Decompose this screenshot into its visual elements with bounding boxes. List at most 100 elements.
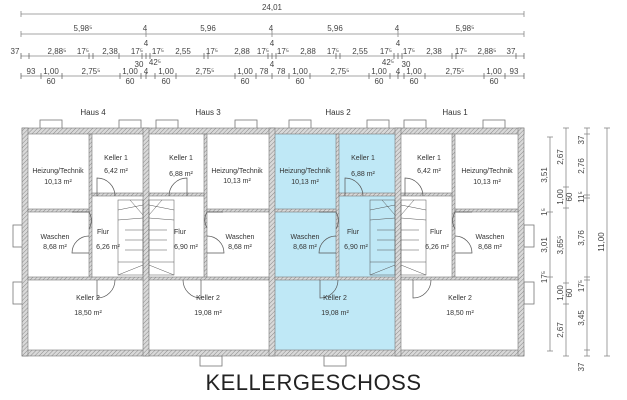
room-name: Heizung/Technik [461, 168, 513, 175]
dim-label: 60 [241, 77, 250, 86]
top-dimension-labels: 24,01 5,98⁵ 4 5,96 4 5,96 4 5,98⁵ 37 2,8… [11, 3, 519, 86]
room-name: Keller 2 [196, 295, 220, 302]
room-name: Heizung/Technik [211, 168, 263, 175]
dim-label: 2,55 [175, 47, 191, 56]
house-label-2: Haus 2 [325, 108, 351, 117]
dim-label: 4 [395, 24, 400, 33]
dim-label: 17⁵ [577, 280, 586, 292]
room-name: Waschen [226, 234, 255, 241]
room-name: Keller 2 [448, 295, 472, 302]
room-area: 18,50 m² [74, 310, 102, 317]
house-label-3: Haus 3 [195, 108, 221, 117]
dim-label: 60 [490, 77, 499, 86]
room-area: 10,13 m² [473, 179, 501, 186]
dim-label: 2,38 [426, 47, 442, 56]
dim-label: 2,75⁵ [331, 67, 350, 76]
dim-label: 37 [577, 362, 586, 371]
dim-label: 4 [144, 39, 149, 48]
dim-label: 2,75⁵ [446, 67, 465, 76]
room-area: 19,08 m² [194, 310, 222, 317]
room-name: Flur [174, 229, 187, 236]
room-area: 8,68 m² [293, 244, 317, 251]
dim-total: 24,01 [262, 3, 283, 12]
dim-label: 5,96 [200, 24, 216, 33]
room-name: Keller 2 [76, 295, 100, 302]
windows [12, 119, 535, 367]
dim-label: 17⁵ [277, 47, 289, 56]
dim-label: 60 [126, 77, 135, 86]
dim-label: 4 [396, 67, 401, 76]
dim-label: 2,88 [300, 47, 316, 56]
right-dimension-labels: 3,51 1⁵ 3,01 17⁵ 2,67 1,00 60 3,65⁵ 1,00… [540, 135, 606, 371]
room-area: 6,90 m² [344, 244, 368, 251]
dim-label: 93 [510, 67, 519, 76]
dim-label: 1,00 [556, 285, 565, 301]
dim-label: 1,00 [237, 67, 253, 76]
dim-label: 17⁵ [77, 47, 89, 56]
room-area: 19,08 m² [321, 310, 349, 317]
dim-label: 3,65⁵ [556, 236, 565, 255]
room-area: 10,13 m² [44, 179, 72, 186]
dim-label: 3,45 [577, 310, 586, 326]
room-area: 6,42 m² [417, 168, 441, 175]
room-area: 6,88 m² [169, 171, 193, 178]
top-dimension-ticks [20, 53, 525, 79]
room-area: 8,68 m² [478, 244, 502, 251]
floor-title: KELLERGESCHOSS [205, 370, 422, 395]
dim-label: 2,76 [577, 158, 586, 174]
dim-label: 17⁵ [540, 271, 549, 283]
dim-label: 3,51 [540, 167, 549, 183]
room-area: 6,90 m² [174, 244, 198, 251]
dim-label: 17⁵ [257, 47, 269, 56]
dim-label: 5,96 [327, 24, 343, 33]
dim-label: 4 [143, 24, 148, 33]
dim-label: 2,38 [102, 47, 118, 56]
walls [21, 127, 525, 357]
dim-label: 42⁵ [149, 58, 161, 67]
dim-label: 17⁵ [403, 47, 415, 56]
dim-label: 1⁵ [540, 208, 549, 216]
dim-label: 4 [396, 39, 401, 48]
room-area: 6,26 m² [425, 244, 449, 251]
dim-label: 78 [260, 67, 269, 76]
dim-label: 17⁵ [455, 47, 467, 56]
dim-label: 17⁵ [131, 47, 143, 56]
dim-label: 1,00 [486, 67, 502, 76]
dim-label: 2,67 [556, 322, 565, 338]
dim-label: 2,88 [234, 47, 250, 56]
dim-label: 1,00 [158, 67, 174, 76]
stair-haus-2 [369, 199, 396, 276]
house-label-4: Haus 4 [80, 108, 106, 117]
dim-label: 93 [27, 67, 36, 76]
dim-label: 1,00 [371, 67, 387, 76]
dim-label: 1,00 [43, 67, 59, 76]
dim-label: 60 [296, 77, 305, 86]
dim-label: 42⁵ [382, 58, 394, 67]
dim-label: 17⁵ [152, 47, 164, 56]
room-name: Flur [430, 229, 443, 236]
room-name: Waschen [476, 234, 505, 241]
dim-label: 4 [269, 24, 274, 33]
dim-label: 4 [270, 39, 275, 48]
dim-label: 17⁵ [206, 47, 218, 56]
dim-label: 1,00 [122, 67, 138, 76]
dim-label: 30 [402, 60, 411, 69]
dim-label: 1,00 [556, 189, 565, 205]
dim-label: 2,88⁵ [48, 47, 67, 56]
dim-label: 60 [565, 192, 574, 201]
dim-label: 11⁵ [577, 191, 586, 203]
stairs [117, 199, 427, 276]
doors [71, 177, 473, 299]
room-area: 6,42 m² [104, 168, 128, 175]
room-name: Waschen [291, 234, 320, 241]
dim-label: 60 [375, 77, 384, 86]
room-area: 8,68 m² [43, 244, 67, 251]
rooms-haus-4: Heizung/Technik 10,13 m² Keller 1 6,42 m… [32, 155, 128, 317]
dim-label: 3,76 [577, 230, 586, 246]
stair-haus-4 [117, 199, 144, 276]
room-area: 10,13 m² [223, 178, 251, 185]
dim-label: 17⁵ [380, 47, 392, 56]
dim-label: 1,00 [406, 67, 422, 76]
house-label-1: Haus 1 [442, 108, 468, 117]
room-name: Keller 1 [169, 155, 193, 162]
